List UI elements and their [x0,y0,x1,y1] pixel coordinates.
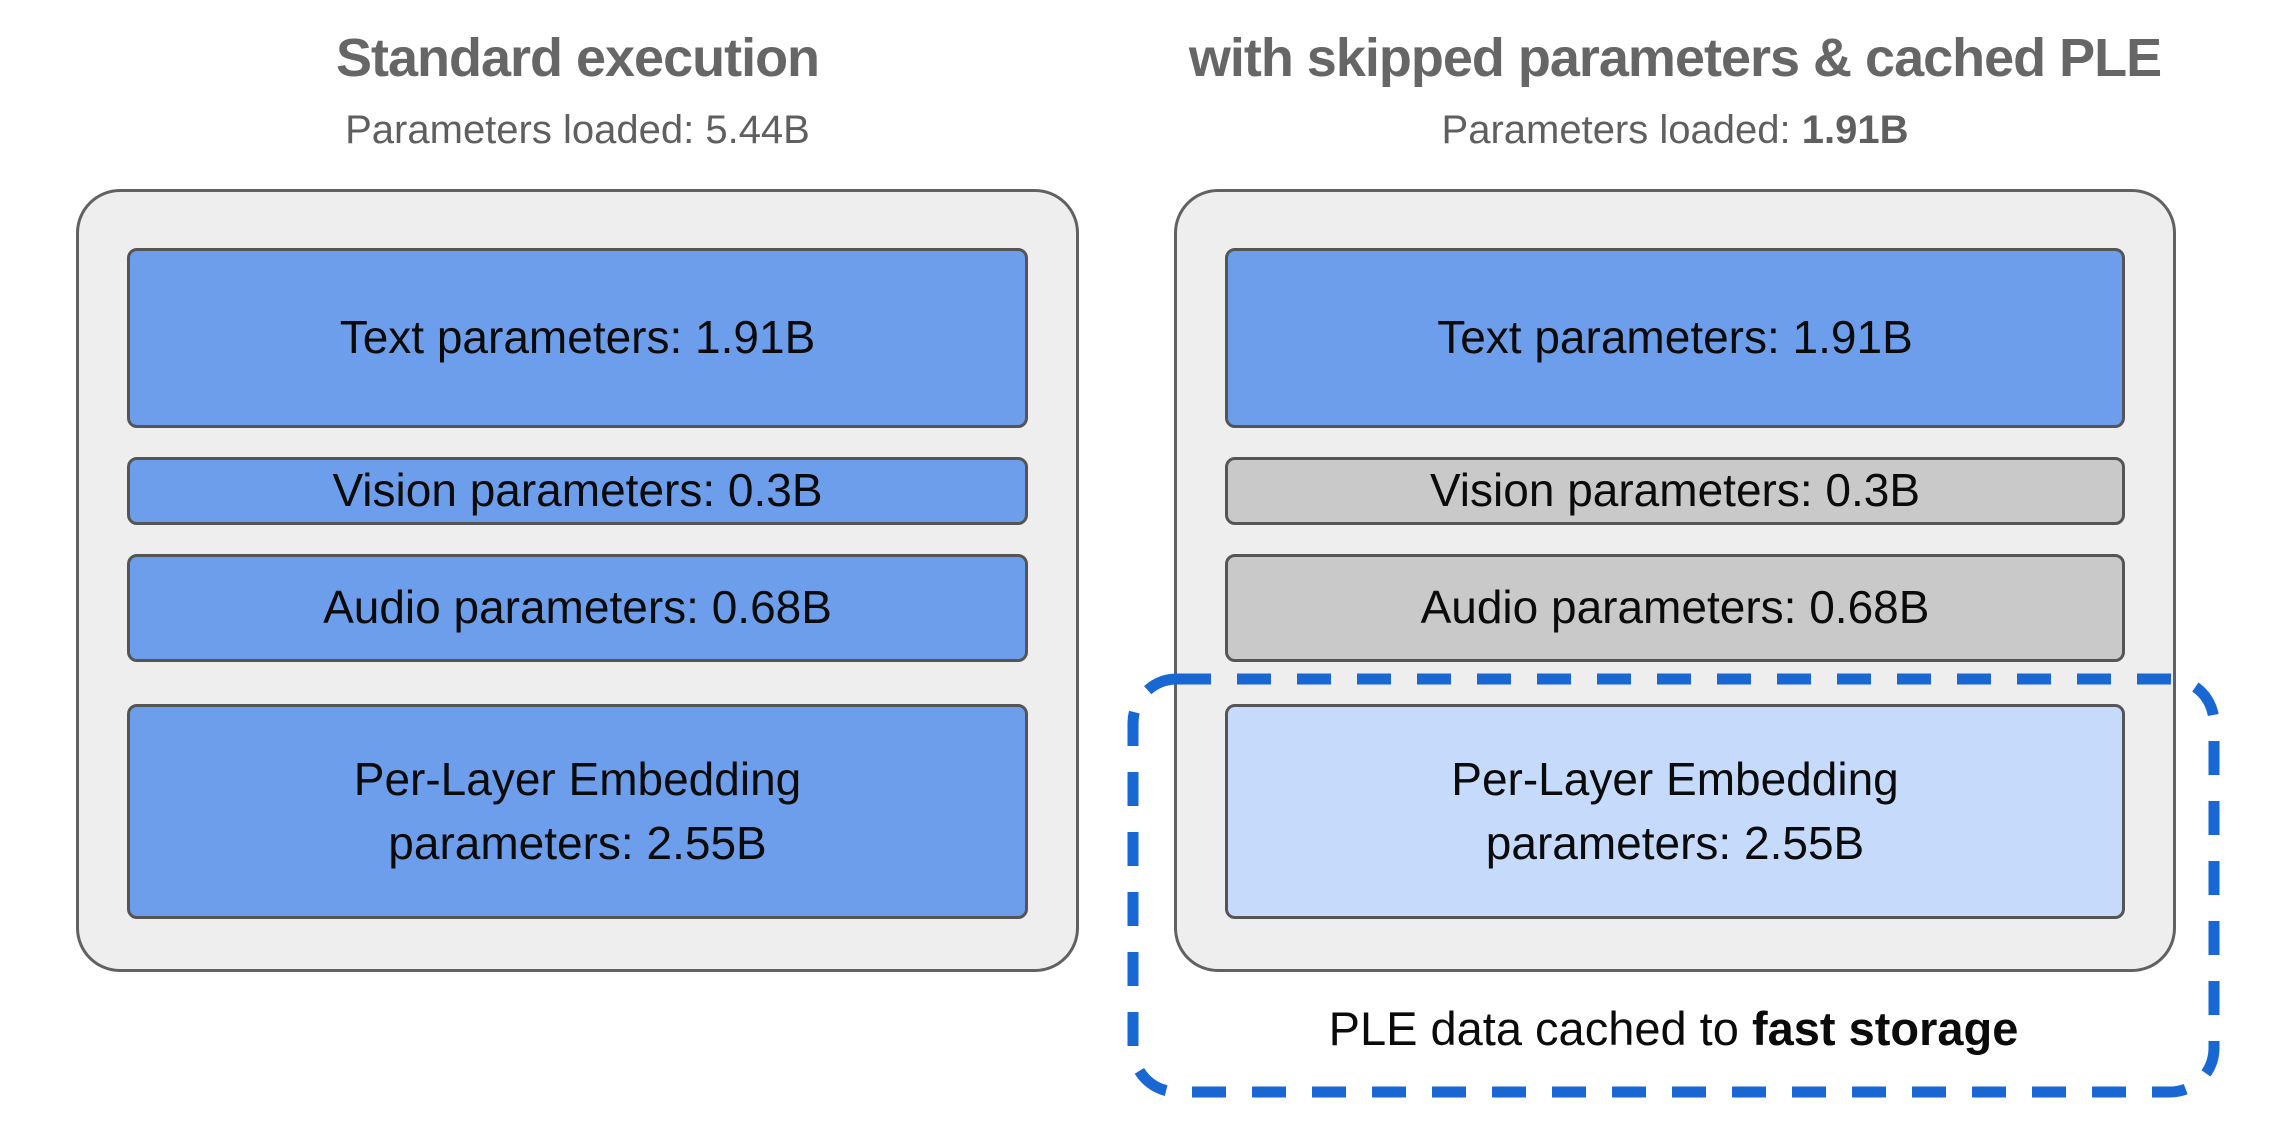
box-label: Audio parameters: 0.68B [1420,581,1930,634]
audio-parameters-box: Audio parameters: 0.68B [127,554,1028,662]
audio-parameters-box-skipped: Audio parameters: 0.68B [1225,554,2125,662]
subtitle-prefix: Parameters loaded: [345,108,706,152]
box-label-line2: parameters: 2.55B [388,816,767,869]
subtitle-prefix: Parameters loaded: [1441,108,1802,152]
box-label: Audio parameters: 0.68B [323,581,832,634]
box-label-line1: Per-Layer Embedding [1451,753,1899,806]
skipped-cached-title: with skipped parameters & cached PLE [1188,28,2162,88]
box-label-line2: parameters: 2.55B [1485,816,1865,869]
skipped-cached-container: Text parameters: 1.91B Vision parameters… [1174,189,2176,972]
text-parameters-box: Text parameters: 1.91B [1225,248,2125,428]
caption-bold-text: fast storage [1751,1002,2019,1055]
caption-prefix: PLE data cached to [1328,1002,1752,1055]
standard-execution-title: Standard execution [335,28,820,88]
box-label: Vision parameters: 0.3B [332,464,823,517]
text-parameters-box: Text parameters: 1.91B [127,248,1028,428]
box-label: Text parameters: 1.91B [1437,311,1913,364]
vision-parameters-box-skipped: Vision parameters: 0.3B [1225,457,2125,525]
vision-parameters-box: Vision parameters: 0.3B [127,457,1028,525]
ple-cache-caption: PLE data cached to fast storage [1133,1002,2214,1056]
box-label: Text parameters: 1.91B [339,311,816,364]
parameters-loaded-value: 1.91B [1801,108,1909,152]
standard-execution-subtitle: Parameters loaded: 5.44B [76,104,1079,156]
parameters-loaded-value: 5.44B [705,108,810,152]
standard-execution-container: Text parameters: 1.91B Vision parameters… [76,189,1079,972]
box-label-line1: Per-Layer Embedding [353,753,802,806]
box-label: Vision parameters: 0.3B [1429,464,1921,517]
per-layer-embedding-parameters-box-cached: Per-Layer Embedding parameters: 2.55B [1225,704,2125,919]
skipped-cached-subtitle: Parameters loaded: 1.91B [1174,104,2176,156]
per-layer-embedding-parameters-box: Per-Layer Embedding parameters: 2.55B [127,704,1028,919]
